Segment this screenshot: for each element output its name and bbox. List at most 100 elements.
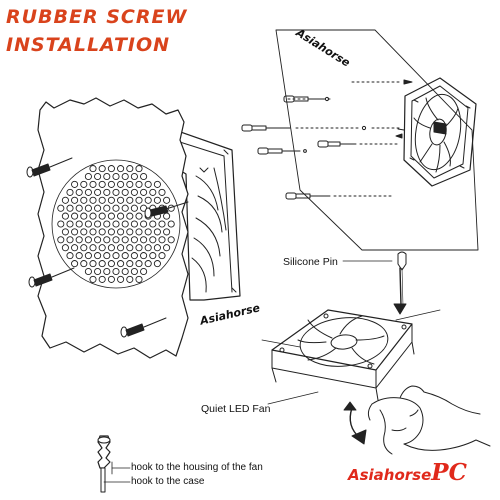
grille-hole	[135, 180, 143, 188]
case-wall-illustration	[26, 97, 241, 359]
grille-hole	[57, 204, 65, 212]
grille-hole	[84, 252, 92, 260]
grille-hole	[126, 196, 134, 204]
grille-hole	[163, 196, 171, 204]
grille-hole	[126, 212, 134, 220]
quiet-led-fan-label: Quiet LED Fan	[201, 403, 271, 415]
grille-hole	[71, 228, 79, 236]
grille-hole	[103, 236, 111, 244]
grille-hole	[57, 220, 65, 228]
grille-hole	[144, 260, 152, 268]
grille-hole	[80, 196, 88, 204]
grille-hole	[98, 212, 106, 220]
pin-closeup	[97, 435, 131, 493]
grille-hole	[126, 228, 134, 236]
grille-hole	[140, 252, 148, 260]
grille-hole	[61, 212, 69, 220]
grille-hole	[158, 252, 166, 260]
grille-hole	[75, 220, 83, 228]
grille-hole	[66, 220, 74, 228]
grille-hole	[149, 220, 157, 228]
logo-suffix: PC	[431, 459, 467, 486]
title-line-1: RUBBER SCREW	[6, 6, 188, 28]
grille-hole	[149, 188, 157, 196]
grille-hole	[98, 180, 106, 188]
grille-hole	[140, 220, 148, 228]
grille-hole	[163, 212, 171, 220]
grille-hole	[167, 220, 175, 228]
hand-illustration	[343, 385, 491, 455]
grille-hole	[107, 180, 115, 188]
grille-hole	[144, 196, 152, 204]
grille-hole	[89, 260, 97, 268]
grille-hole	[98, 228, 106, 236]
grille-hole	[80, 244, 88, 252]
grille-hole	[135, 244, 143, 252]
grille-hole	[94, 236, 102, 244]
grille-hole	[121, 220, 129, 228]
grille-hole	[126, 165, 134, 173]
grille-hole	[117, 275, 125, 283]
grille-hole	[112, 204, 120, 212]
grille-hole	[121, 204, 129, 212]
grille-hole	[107, 228, 115, 236]
grille-hole	[89, 244, 97, 252]
grille-hole	[121, 172, 129, 181]
grille-hole	[107, 165, 115, 173]
grille-hole	[98, 244, 106, 252]
grille-hole	[80, 228, 88, 236]
grille-hole	[130, 220, 138, 228]
grille-hole	[103, 252, 111, 260]
grille-hole	[140, 267, 148, 276]
grille-hole	[163, 244, 171, 252]
grille-hole	[117, 260, 125, 268]
grille-hole	[75, 252, 83, 260]
grille-hole	[94, 204, 102, 212]
grille-hole	[130, 188, 138, 196]
grille-hole	[66, 252, 74, 260]
grille-hole	[84, 188, 92, 196]
grille-hole	[112, 267, 120, 276]
silicone-pin-label: Silicone Pin	[283, 256, 338, 268]
silicone-pin-illustration	[342, 251, 407, 315]
grille-hole	[94, 188, 102, 196]
grille-hole	[89, 212, 97, 220]
grille-hole	[89, 165, 97, 173]
grille-hole	[126, 260, 134, 268]
grille-hole	[89, 228, 97, 236]
grille-hole	[103, 267, 111, 276]
grille-hole	[135, 260, 143, 268]
grille-hole	[94, 252, 102, 260]
grille-hole	[71, 180, 79, 188]
grille-hole	[94, 267, 102, 276]
grille-hole	[117, 196, 125, 204]
grille-hole	[149, 252, 157, 260]
grille-hole	[135, 212, 143, 220]
quiet-led-fan-illustration	[261, 309, 441, 405]
grille-hole	[89, 180, 97, 188]
logo-word: Asiahorse	[348, 466, 432, 484]
grille-hole	[158, 220, 166, 228]
grille-hole	[98, 275, 106, 283]
grille-hole	[98, 165, 106, 173]
grille-hole	[130, 267, 138, 276]
grille-hole	[121, 267, 129, 276]
grille-hole	[153, 180, 161, 188]
grille-hole	[112, 236, 120, 244]
grille-hole	[135, 196, 143, 204]
grille-hole	[71, 212, 79, 220]
grille-hole	[84, 267, 92, 276]
grille-hole	[98, 260, 106, 268]
grille-hole	[121, 236, 129, 244]
grille-hole	[112, 252, 120, 260]
grille-hole	[135, 228, 143, 236]
grille-hole	[71, 196, 79, 204]
grille-hole	[126, 275, 134, 283]
hook-case-label: hook to the case	[131, 476, 205, 487]
title-line-2: INSTALLATION	[6, 34, 171, 56]
grille-hole	[135, 275, 143, 283]
grille-hole	[121, 252, 129, 260]
grille-hole	[66, 236, 74, 244]
grille-hole	[103, 172, 111, 181]
